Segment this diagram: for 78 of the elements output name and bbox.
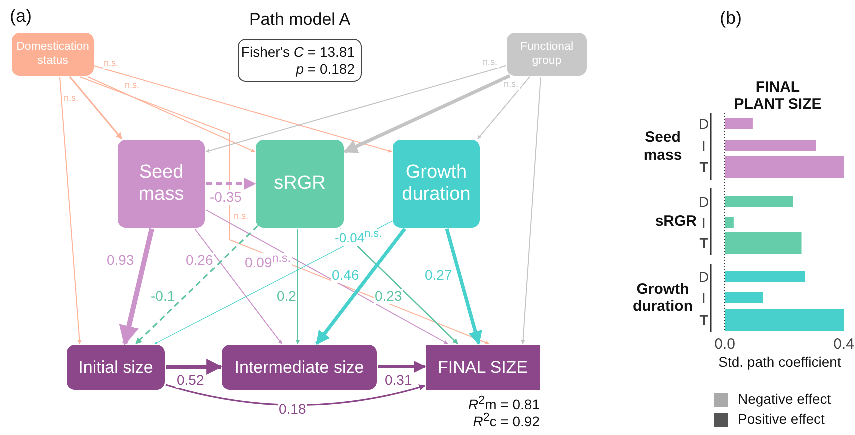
edge-label: 0.52 [176, 373, 206, 388]
edge-label: 0.27 [424, 268, 454, 284]
group-label: sRGR [654, 212, 697, 232]
diagram-title: Path model A [248, 10, 352, 30]
arrow [206, 66, 506, 153]
arrow [60, 76, 82, 344]
edge-label: -0.1 [150, 289, 176, 304]
arrow [445, 228, 482, 346]
edge-label: n.s. [482, 58, 499, 68]
node-label: Intermediate size [234, 358, 364, 378]
group-label: Seed mass [642, 128, 684, 166]
factor-box [12, 33, 94, 76]
size-box [222, 345, 377, 390]
trait-box [256, 140, 344, 228]
arrow [119, 228, 154, 346]
panel-label: (a) [10, 6, 32, 27]
node-label: sRGR [274, 173, 326, 195]
size-box [426, 345, 540, 390]
node-label: Domestication status [16, 41, 90, 68]
arrow [344, 74, 511, 154]
arrow [88, 76, 256, 152]
tick-label: D [698, 115, 710, 133]
arrow [69, 76, 123, 140]
size-box [67, 345, 165, 390]
arrow [135, 225, 259, 345]
edge-label: 0.93 [106, 253, 136, 268]
edge-label: n.s. [103, 59, 120, 69]
edge-label: n.s. [124, 81, 141, 91]
arrow [206, 178, 256, 190]
tick-label: T [698, 234, 710, 252]
edge-label: n.s. [63, 94, 80, 104]
node-label: p = 0.182 [296, 60, 355, 77]
node-label: Seed mass [138, 162, 186, 206]
tick-label: 0.0 [714, 336, 736, 353]
edge-label: 0.23 [374, 289, 404, 304]
arrow [521, 76, 542, 344]
edge-label: 0.18 [278, 402, 308, 418]
edge-label: 0.2 [276, 289, 298, 304]
node-label: Growth duration [401, 162, 472, 206]
arrow [194, 228, 282, 344]
factor-box [507, 33, 587, 76]
panel-label: (b) [720, 8, 742, 29]
fit-statistic: R$^{2}$c = 0.92 [473, 411, 540, 430]
tick-label: D [698, 193, 710, 211]
arrow [296, 228, 300, 344]
tick-label: 0.4 [832, 336, 855, 353]
arrow [378, 361, 426, 373]
tick-label: I [701, 214, 707, 232]
arrow [166, 384, 426, 406]
arrow [316, 228, 406, 346]
tick-label: I [701, 137, 707, 155]
arrow [206, 210, 448, 344]
edge-label: 0.26 [185, 253, 214, 268]
tick-label: I [701, 289, 707, 307]
legend-label: Negative effect [738, 391, 832, 407]
group-label: Growth duration [632, 280, 694, 317]
tick-label: D [698, 268, 710, 286]
edge-label: 0.31 [384, 373, 414, 388]
node-label: Fisher's C = 13.81 [241, 44, 355, 60]
tick-label: T [698, 158, 710, 176]
arrow [94, 66, 392, 153]
arrow [478, 76, 530, 140]
chart-title: FINAL PLANT SIZE [733, 80, 823, 113]
trait-box [393, 140, 480, 228]
tick-label: T [698, 311, 710, 329]
node-label: FINAL SIZE [438, 358, 528, 378]
node-label: Initial size [78, 358, 154, 378]
arrow [166, 359, 223, 375]
axis-title: Std. path coefficient [718, 354, 842, 370]
edge-label: -0.35 [209, 190, 243, 206]
edge-label: n.s. [503, 80, 520, 90]
edge-label: n.s. [233, 212, 250, 222]
trait-box [118, 140, 205, 228]
legend-label: Positive effect [738, 411, 825, 427]
edge-label: 0.46 [331, 268, 360, 284]
fit-statistics-box [238, 39, 362, 82]
fit-statistic: R$^{2}$m = 0.81 [468, 394, 540, 413]
edge-label: -0.04$^{n.s.}$ [334, 229, 384, 246]
